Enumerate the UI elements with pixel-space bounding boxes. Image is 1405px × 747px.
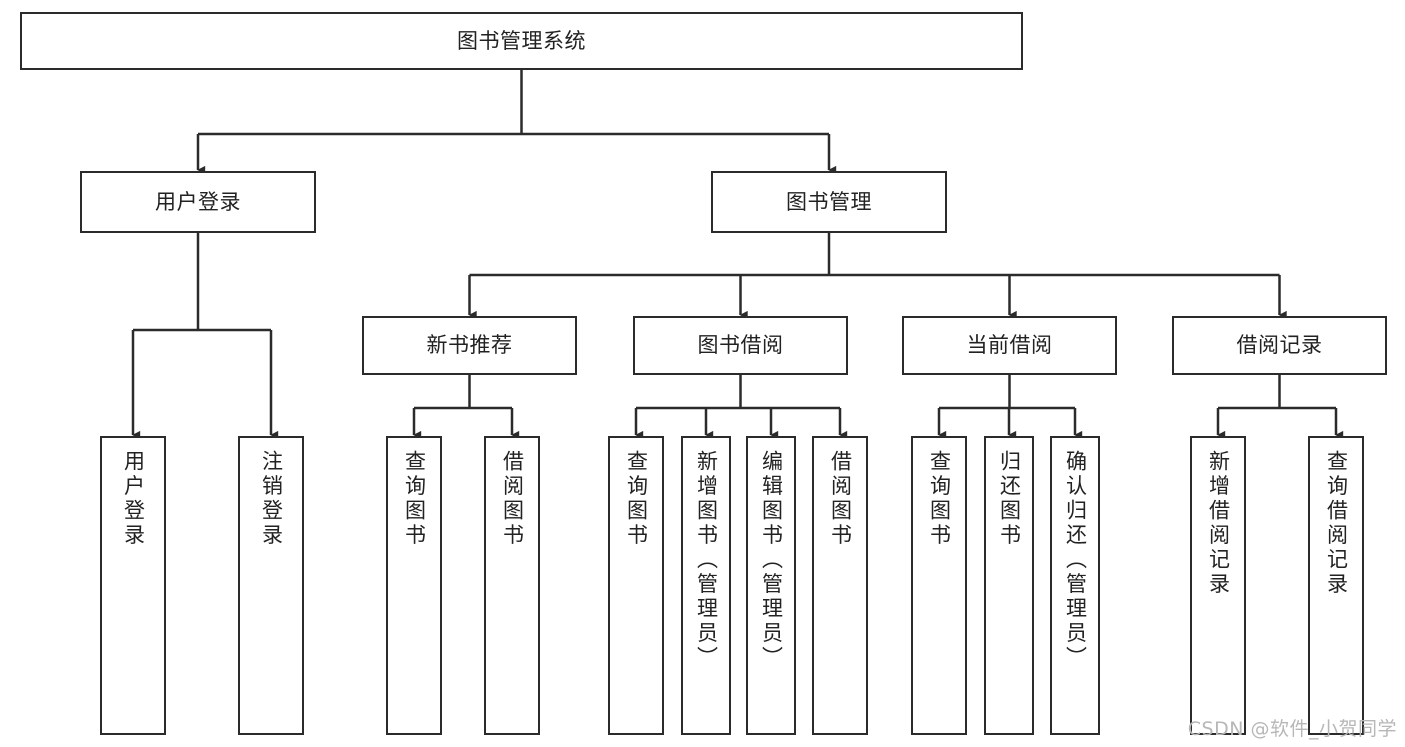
watermark-text: CSDN @软件_小贺同学 <box>1187 718 1397 740</box>
node-leaf-query-book-c[interactable]: 查询图书 <box>911 436 967 735</box>
node-book-manage[interactable]: 图书管理 <box>711 171 947 233</box>
node-label: 图书借阅 <box>697 333 784 358</box>
node-new-book-rec[interactable]: 新书推荐 <box>362 316 577 375</box>
node-label: 注销登录 <box>259 450 284 548</box>
node-label: 查询借阅记录 <box>1324 450 1349 597</box>
node-leaf-query-book-b[interactable]: 查询图书 <box>608 436 664 735</box>
node-label: 查询图书 <box>927 450 952 548</box>
node-label: 借阅图书 <box>828 450 853 548</box>
node-leaf-query-book-rec[interactable]: 查询图书 <box>386 436 442 735</box>
node-leaf-add-record[interactable]: 新增借阅记录 <box>1190 436 1246 735</box>
node-label: 借阅图书 <box>500 450 525 548</box>
node-label: 归还图书 <box>997 450 1022 548</box>
node-label: 查询图书 <box>402 450 427 548</box>
node-label: 新增借阅记录 <box>1206 450 1231 597</box>
node-label: 当前借阅 <box>966 333 1053 358</box>
node-label: 用户登录 <box>121 450 146 548</box>
node-leaf-logout[interactable]: 注销登录 <box>238 436 304 735</box>
node-leaf-confirm-return[interactable]: 确认归还（管理员） <box>1050 436 1100 735</box>
node-label: 新增图书（管理员） <box>694 450 719 671</box>
node-leaf-edit-book[interactable]: 编辑图书（管理员） <box>746 436 796 735</box>
node-label: 用户登录 <box>155 189 241 214</box>
node-label: 查询图书 <box>624 450 649 548</box>
node-root[interactable]: 图书管理系统 <box>20 12 1023 70</box>
node-label: 编辑图书（管理员） <box>759 450 784 671</box>
node-borrow-record[interactable]: 借阅记录 <box>1172 316 1387 375</box>
node-user-login[interactable]: 用户登录 <box>80 171 316 233</box>
node-label: 借阅记录 <box>1236 333 1323 358</box>
node-book-borrow[interactable]: 图书借阅 <box>633 316 848 375</box>
node-label: 新书推荐 <box>426 333 513 358</box>
node-leaf-user-login[interactable]: 用户登录 <box>100 436 166 735</box>
node-leaf-borrow-book-rec[interactable]: 借阅图书 <box>484 436 540 735</box>
node-label: 图书管理系统 <box>457 28 586 53</box>
node-label: 确认归还（管理员） <box>1063 450 1088 671</box>
node-leaf-return-book[interactable]: 归还图书 <box>984 436 1034 735</box>
node-leaf-borrow-book-b[interactable]: 借阅图书 <box>812 436 868 735</box>
node-label: 图书管理 <box>786 189 872 214</box>
node-current-borrow[interactable]: 当前借阅 <box>902 316 1117 375</box>
node-leaf-query-record[interactable]: 查询借阅记录 <box>1308 436 1364 735</box>
node-leaf-add-book[interactable]: 新增图书（管理员） <box>681 436 731 735</box>
